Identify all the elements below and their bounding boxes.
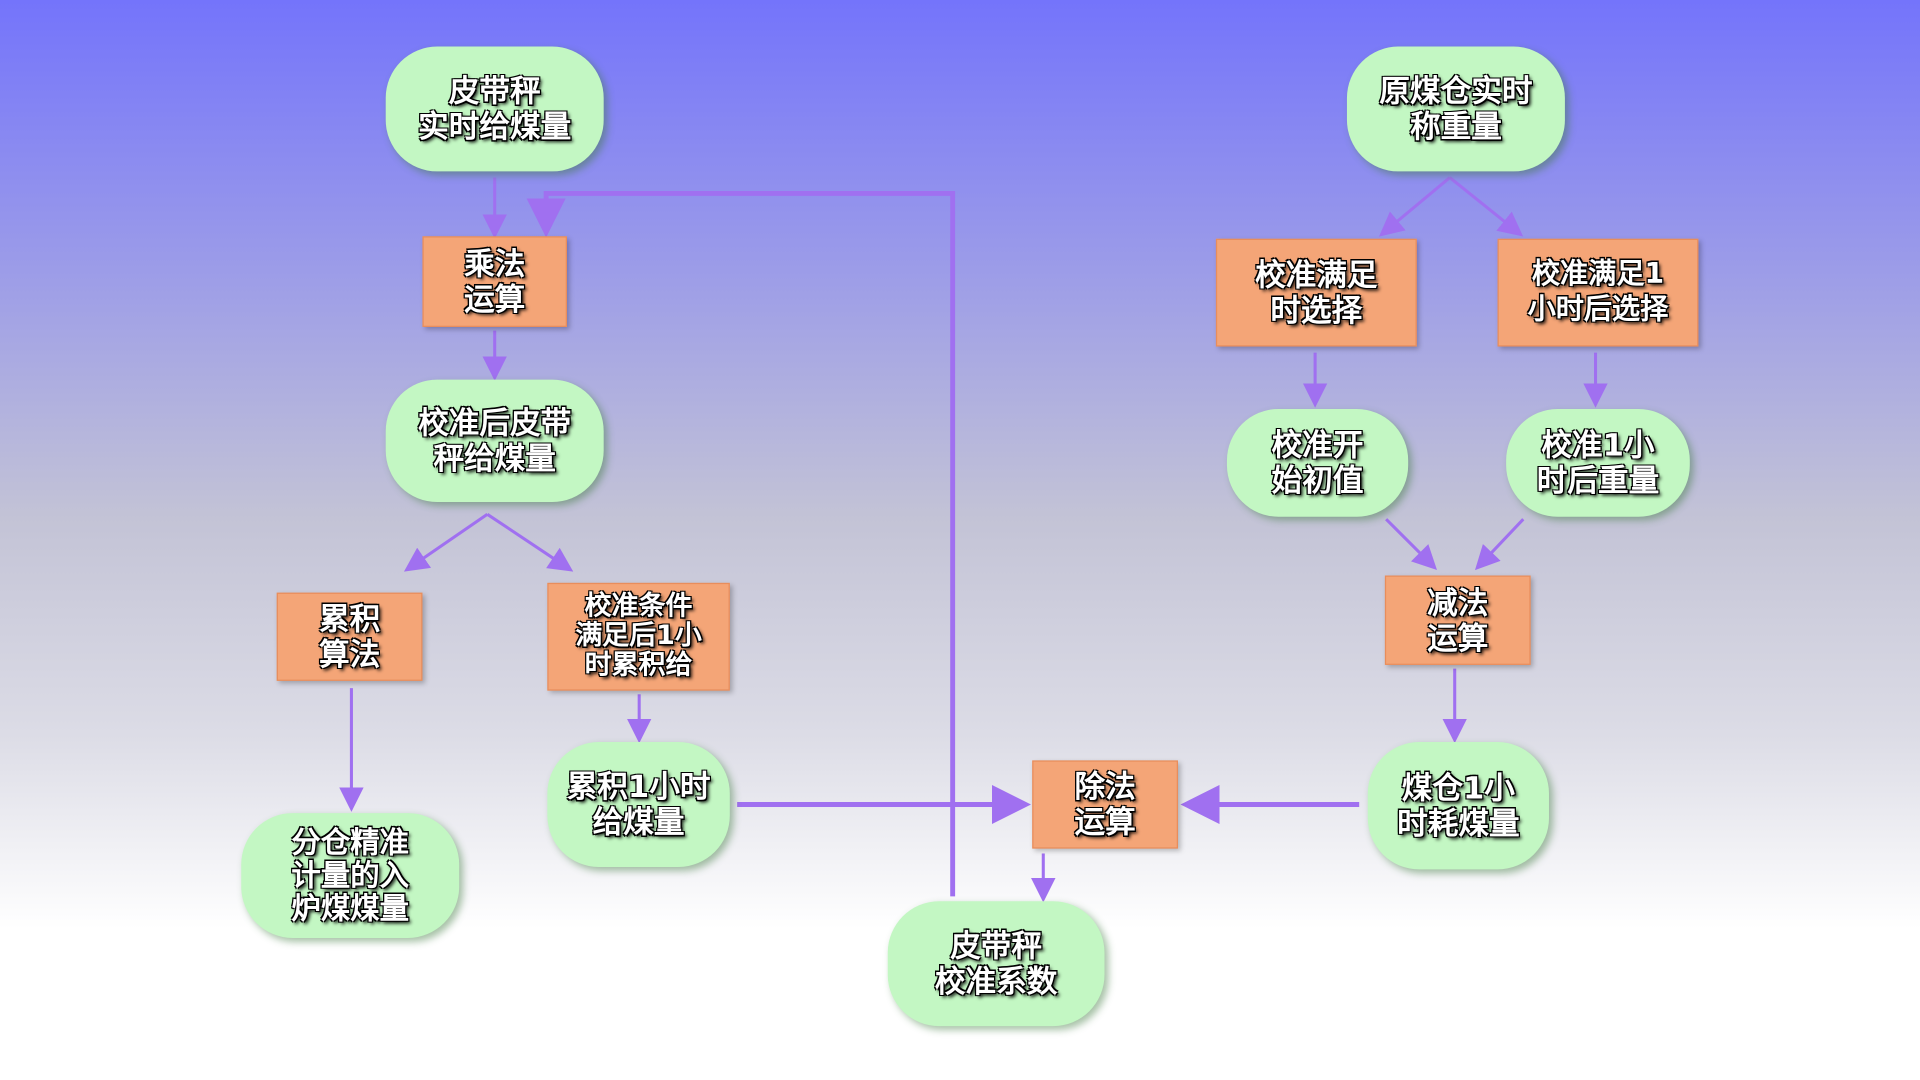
arrow: [1385, 518, 1437, 571]
node-accum-1h: 累积1小时 给煤量: [547, 742, 730, 867]
node-calibrated-belt: 校准后皮带 秤给煤量: [385, 379, 604, 503]
node-initial-value: 校准开 始初值: [1226, 408, 1409, 517]
node-divide: 除法 运算: [1032, 760, 1178, 849]
node-bunker-1h-consumption: 煤仓1小 时耗煤量: [1367, 742, 1549, 870]
arrow: [1448, 176, 1524, 237]
node-select-on-calib: 校准满足 时选择: [1215, 238, 1417, 347]
arrow: [403, 513, 489, 572]
node-multiply: 乘法 运算: [422, 236, 567, 327]
arrow: [486, 513, 574, 572]
node-accumulate: 累积 算法: [276, 592, 423, 681]
feedback-arrow: [526, 191, 956, 897]
node-calib-1h-accum: 校准条件 满足后1小 时累积给: [547, 582, 730, 691]
node-belt-coeff: 皮带秤 校准系数: [887, 901, 1105, 1027]
node-subtract: 减法 运算: [1384, 575, 1531, 665]
node-weight-after-1h: 校准1小 时后重量: [1506, 408, 1690, 517]
node-select-after-1h: 校准满足1 小时后选择: [1497, 238, 1699, 347]
node-bin-precise: 分仓精准 计量的入 炉煤煤量: [241, 813, 460, 938]
arrow: [1378, 176, 1451, 237]
arrow: [1474, 518, 1525, 571]
node-bunker-weight: 原煤仓实时 称重量: [1346, 46, 1565, 172]
node-belt-realtime: 皮带秤 实时给煤量: [385, 46, 604, 172]
